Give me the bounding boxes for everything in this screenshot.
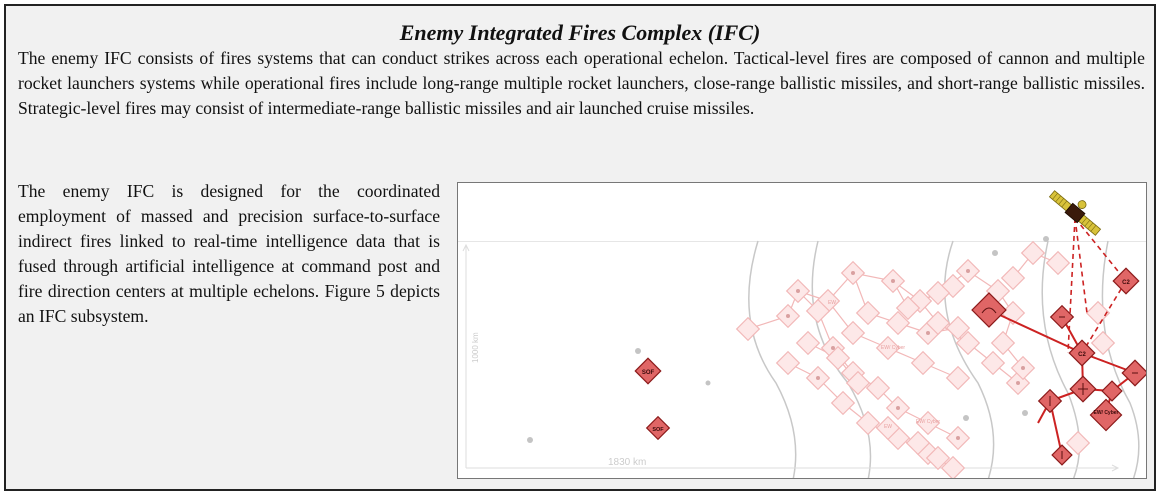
dimension-arrows bbox=[462, 243, 1120, 472]
grey-dots bbox=[527, 236, 1049, 443]
figure-canvas: 1830 km 1000 km bbox=[458, 183, 1146, 478]
faded-node-dots bbox=[786, 269, 1025, 440]
faded-ew-label-2: EW bbox=[884, 424, 892, 430]
width-label: 1830 km bbox=[608, 457, 646, 468]
intro-paragraph: The enemy IFC consists of fires systems … bbox=[18, 48, 1145, 118]
boundary-line-1 bbox=[748, 240, 797, 478]
faded-ew-label-1: EW bbox=[828, 300, 836, 306]
sof-label-2: SOF bbox=[652, 427, 664, 433]
box-title: Enemy Integrated Fires Complex (IFC) bbox=[399, 20, 761, 45]
faded-ew-cyber-label-2: EW/ Cyber bbox=[916, 419, 941, 425]
height-label: 1000 km bbox=[471, 332, 480, 363]
boundary-line-3 bbox=[943, 240, 995, 478]
c2-top-label: C2 bbox=[1122, 280, 1130, 286]
text-box: Enemy Integrated Fires Complex (IFC) The… bbox=[4, 4, 1156, 491]
highlight-node-glyphs bbox=[981, 307, 1138, 459]
highlight-nodes bbox=[634, 267, 1146, 466]
ew-cyber-label: EW/ Cyber bbox=[1093, 410, 1118, 416]
ifc-subsystem-figure: 1830 km 1000 km bbox=[457, 182, 1147, 479]
boundary-line-5 bbox=[1101, 240, 1140, 478]
c2-center-label: C2 bbox=[1078, 352, 1086, 358]
faded-network-nodes bbox=[735, 240, 1116, 478]
body-paragraph: The enemy IFC is designed for the coordi… bbox=[18, 181, 440, 326]
satellite-icon bbox=[1048, 190, 1102, 236]
faded-ew-cyber-label-1: EW/ Cyber bbox=[881, 345, 906, 351]
sof-label-1: SOF bbox=[642, 370, 655, 376]
